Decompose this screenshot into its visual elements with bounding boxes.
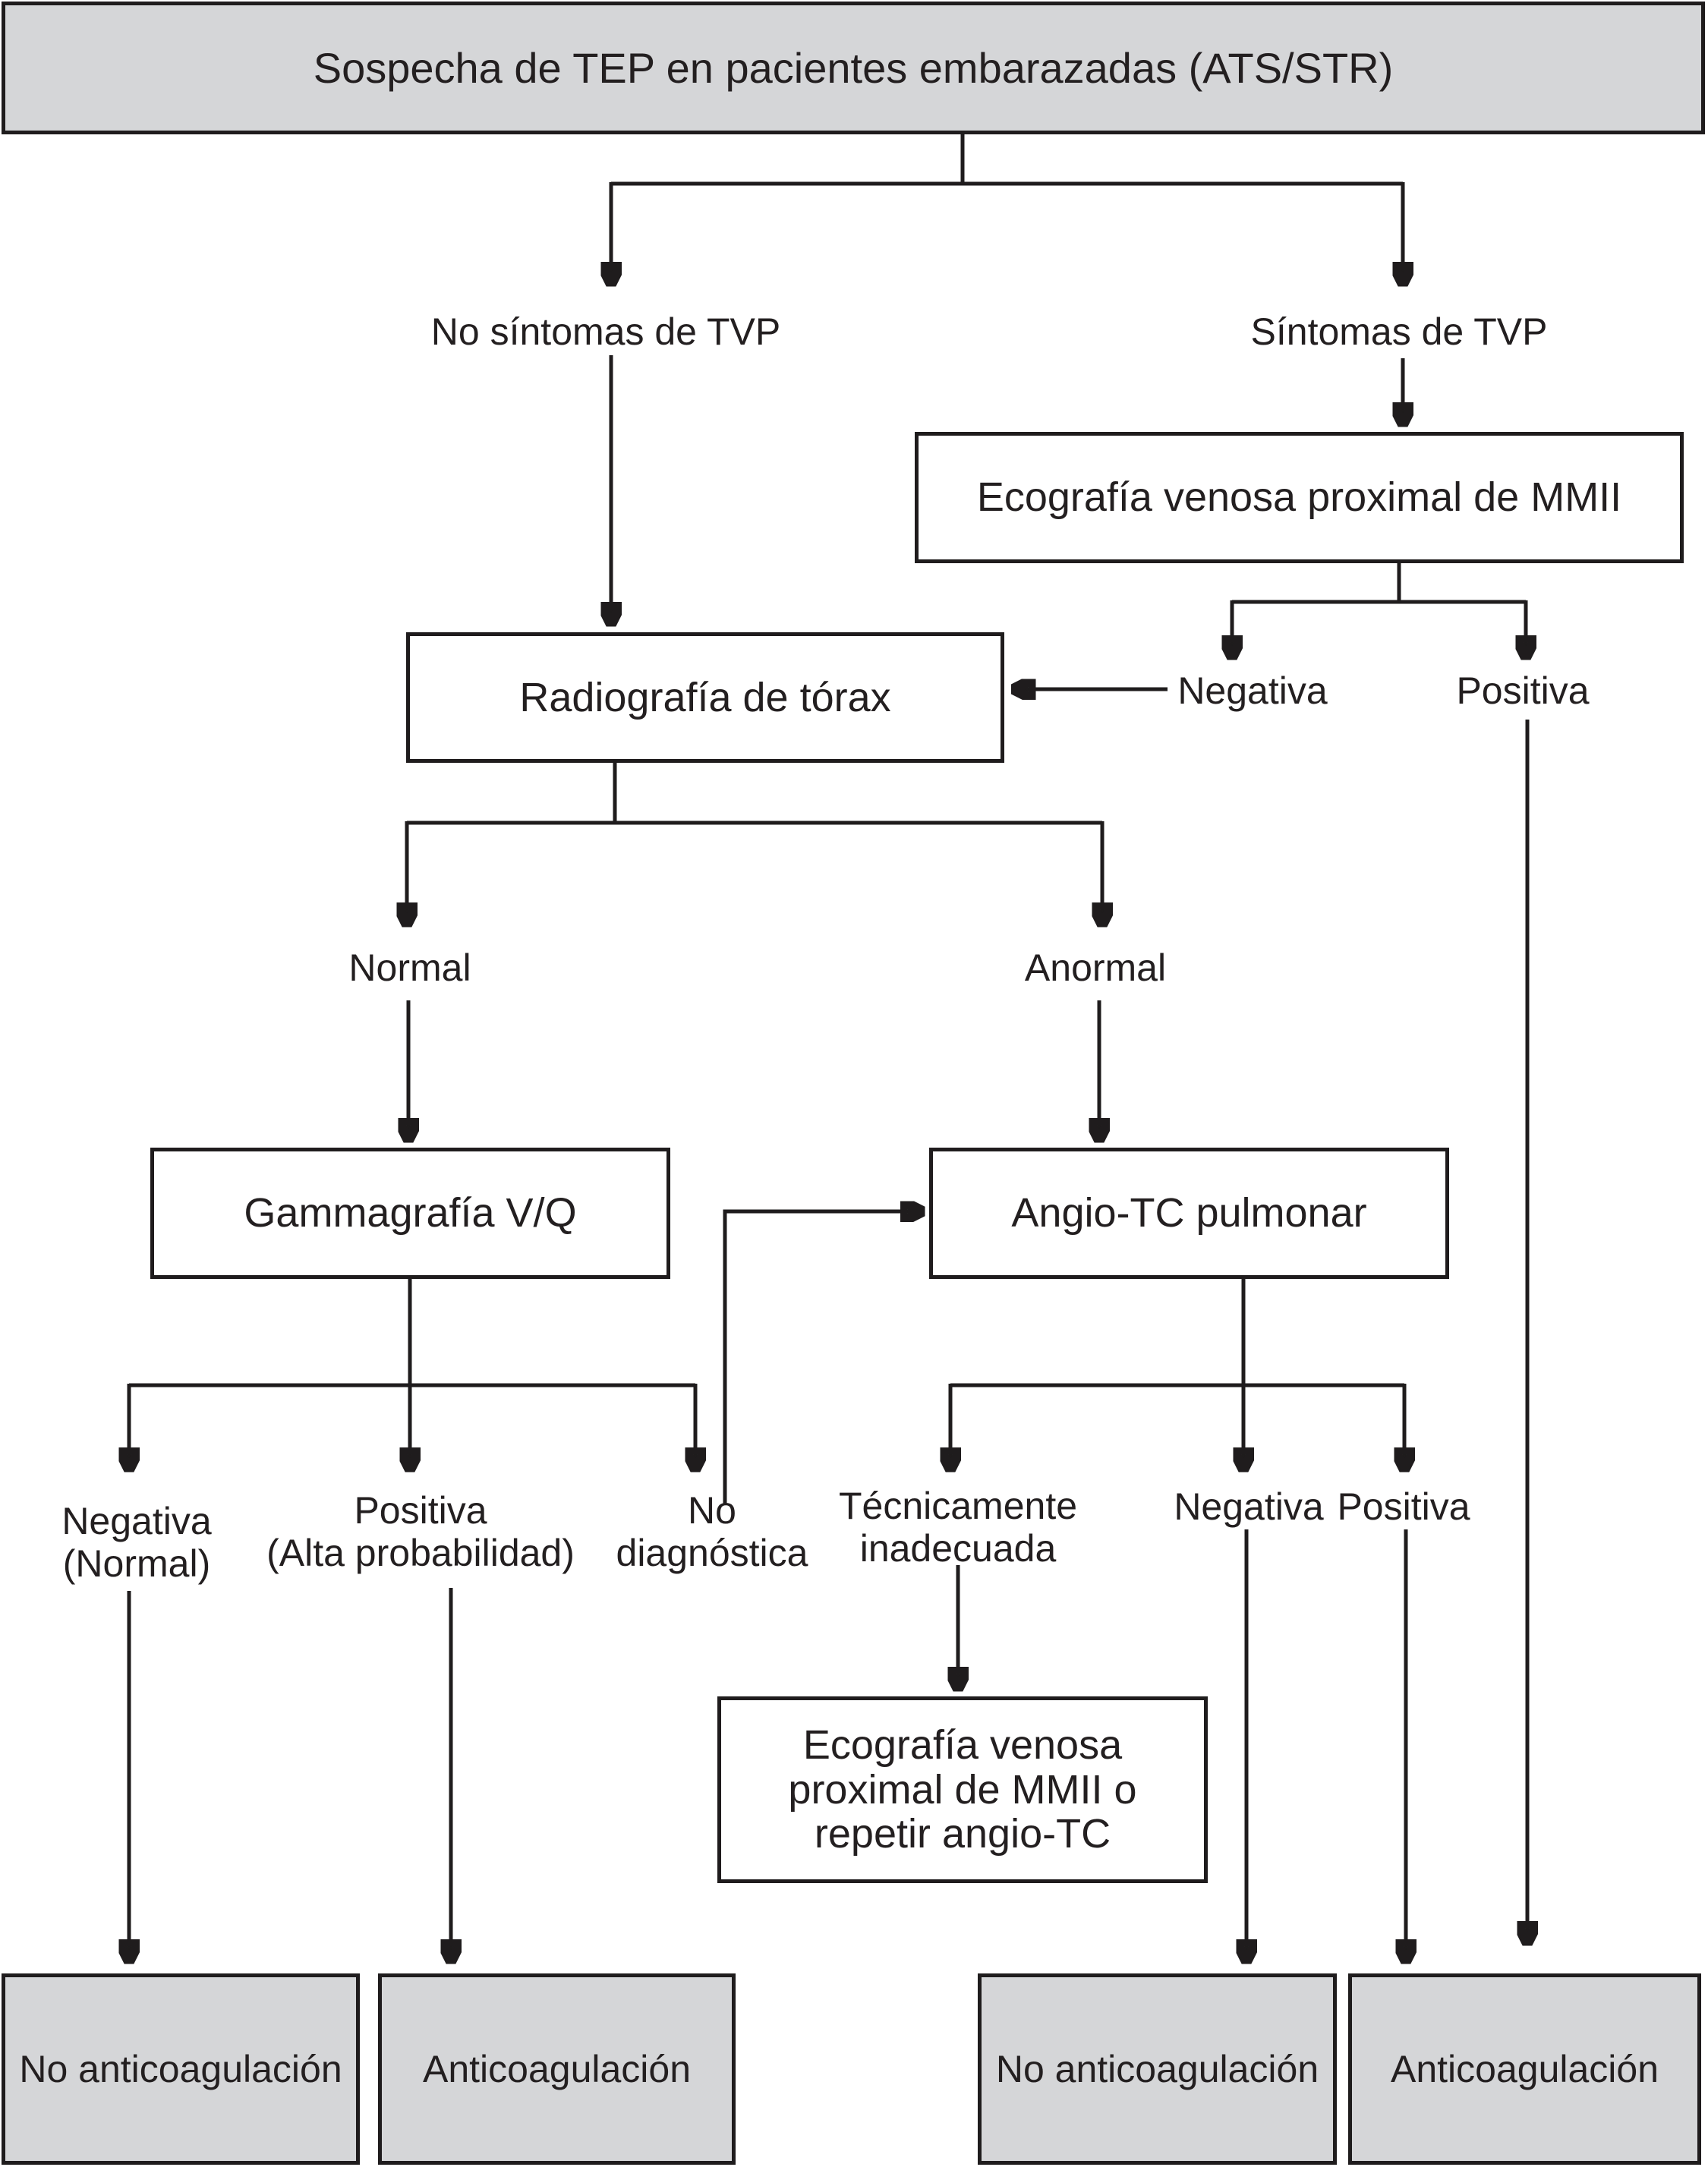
- label-gamma-negativa-normal: Negativa (Normal): [61, 1500, 212, 1585]
- label-gamma-positiva-alta: Positiva (Alta probabilidad): [266, 1489, 575, 1574]
- box-ecografia-o-repetir-angio: Ecografía venosa proximal de MMII o repe…: [717, 1696, 1208, 1883]
- outcome-no-anticoagulacion-1: No anticoagulación: [2, 1973, 360, 2165]
- box-angio-tc-pulmonar-text: Angio-TC pulmonar: [1011, 1190, 1367, 1236]
- label-gamma-no-diagnostica: No diagnóstica: [616, 1489, 808, 1574]
- box-ecografia-o-repetir-angio-text: Ecografía venosa proximal de MMII o repe…: [788, 1721, 1137, 1857]
- title-text: Sospecha de TEP en pacientes embarazadas…: [313, 43, 1394, 92]
- box-gammagrafia-vq-text: Gammagrafía V/Q: [244, 1190, 577, 1236]
- outcome-anticoagulacion-1-text: Anticoagulación: [422, 2047, 692, 2090]
- box-ecografia-venosa-mmii-text: Ecografía venosa proximal de MMII: [976, 474, 1622, 521]
- outcome-anticoagulacion-2: Anticoagulación: [1348, 1973, 1701, 2165]
- edge-no-diagnostica-to-angio: [723, 1211, 921, 1504]
- outcome-no-anticoagulacion-2: No anticoagulación: [978, 1973, 1337, 2165]
- box-radiografia-torax: Radiografía de tórax: [406, 632, 1004, 763]
- box-radiografia-torax-text: Radiografía de tórax: [519, 674, 891, 720]
- title-box: Sospecha de TEP en pacientes embarazadas…: [2, 2, 1705, 134]
- label-angio-positiva: Positiva: [1337, 1485, 1470, 1528]
- label-angio-negativa: Negativa: [1174, 1485, 1324, 1528]
- outcome-anticoagulacion-2-text: Anticoagulación: [1390, 2047, 1659, 2090]
- box-angio-tc-pulmonar: Angio-TC pulmonar: [929, 1148, 1449, 1279]
- outcome-no-anticoagulacion-1-text: No anticoagulación: [19, 2047, 342, 2090]
- label-rx-normal: Normal: [348, 946, 471, 989]
- outcome-anticoagulacion-1: Anticoagulación: [378, 1973, 736, 2165]
- label-eco-negativa: Negativa: [1177, 669, 1328, 712]
- label-angio-tecnicamente-inadecuada: Técnicamente inadecuada: [838, 1485, 1078, 1570]
- box-gammagrafia-vq: Gammagrafía V/Q: [150, 1148, 670, 1279]
- label-no-sintomas-tvp: No síntomas de TVP: [430, 310, 781, 353]
- outcome-no-anticoagulacion-2-text: No anticoagulación: [995, 2047, 1319, 2090]
- box-ecografia-venosa-mmii: Ecografía venosa proximal de MMII: [915, 432, 1684, 563]
- label-rx-anormal: Anormal: [1024, 946, 1167, 989]
- label-eco-positiva: Positiva: [1456, 669, 1590, 712]
- label-sintomas-tvp: Síntomas de TVP: [1250, 310, 1548, 353]
